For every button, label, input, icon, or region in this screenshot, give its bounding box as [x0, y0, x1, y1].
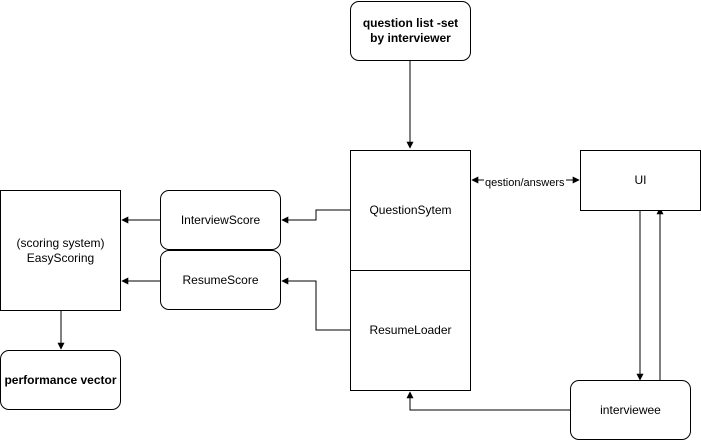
node-question-system-label: QuestionSytem — [369, 203, 452, 217]
node-performance-vector[interactable]: performance vector — [0, 350, 121, 410]
node-interviewee-label: interviewee — [600, 402, 661, 417]
node-ui-label: UI — [634, 173, 647, 187]
node-resume-loader-label: ResumeLoader — [369, 323, 452, 337]
edge-resumeloader-to-resumescore — [281, 277, 350, 331]
edge-interviewee-to-resumeloader — [406, 391, 570, 411]
edge-questionsystem-to-interviewscore — [281, 209, 350, 224]
node-resume-loader[interactable]: ResumeLoader — [350, 270, 471, 391]
node-interview-score[interactable]: InterviewScore — [160, 190, 281, 250]
node-interviewee[interactable]: interviewee — [570, 380, 691, 440]
node-question-system[interactable]: QuestionSytem — [350, 150, 471, 271]
node-performance-vector-label: performance vector — [4, 372, 117, 387]
node-question-list-label: question list -set by interviewer — [362, 16, 459, 45]
node-interview-score-label: InterviewScore — [180, 212, 261, 227]
edge-label-question-answers: qestion/answers — [484, 177, 566, 190]
node-resume-score-label: ResumeScore — [182, 272, 259, 287]
node-easy-scoring-label: (scoring system) EasyScoring — [16, 235, 105, 265]
node-easy-scoring[interactable]: (scoring system) EasyScoring — [0, 190, 121, 311]
node-question-list[interactable]: question list -set by interviewer — [350, 1, 471, 61]
node-ui[interactable]: UI — [580, 150, 701, 211]
node-resume-score[interactable]: ResumeScore — [160, 250, 281, 310]
